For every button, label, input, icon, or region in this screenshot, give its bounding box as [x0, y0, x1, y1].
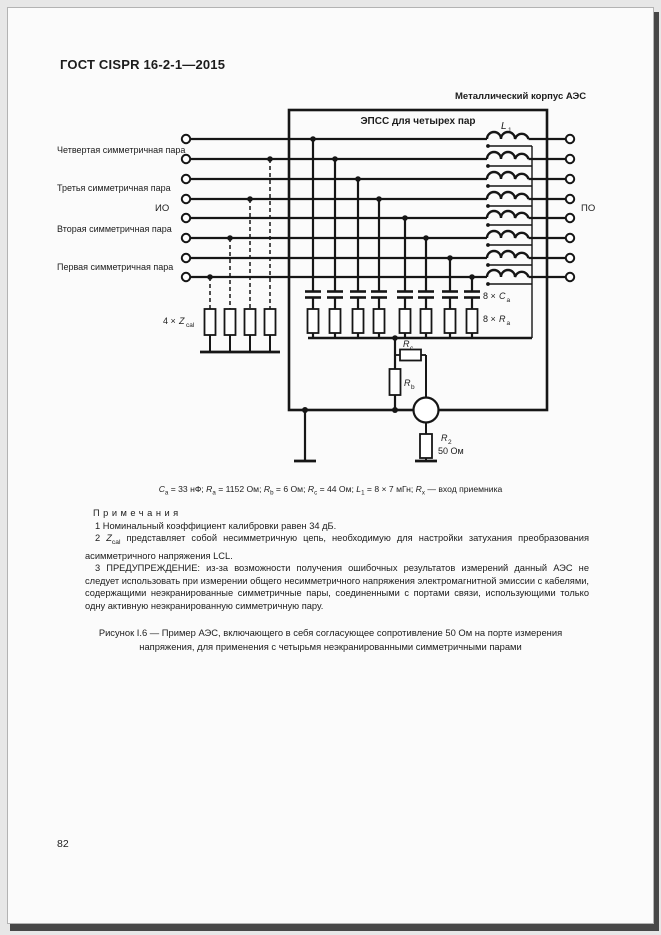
right-terminal [564, 271, 576, 283]
inductor-coil [485, 170, 530, 180]
label-po: ПО [581, 203, 595, 214]
res-ra-prefix: 8 × [483, 314, 496, 324]
inductor-coil [485, 130, 530, 140]
resistor-ra [465, 308, 479, 334]
inductor-coil [485, 150, 530, 160]
res-r2-value: 50 Ом [438, 446, 464, 456]
box-title: ЭПСС для четырех пар [360, 116, 475, 127]
left-terminal [180, 153, 192, 165]
right-terminal [564, 232, 576, 244]
circuit-geometry [180, 108, 576, 463]
note-1: 1 Номинальный коэффициент калибровки рав… [95, 520, 337, 531]
figure-caption: Рисунок I.6 — Пример АЭС, включающего в … [98, 627, 563, 652]
right-terminal [564, 133, 576, 145]
resistor-ra [351, 308, 365, 334]
res-ra-sub: a [507, 320, 511, 327]
notes-heading: Примечания [93, 508, 182, 518]
left-terminal [180, 173, 192, 185]
circuit-diagram: Металлический корпус АЭС ЭПСС для четыре… [57, 91, 595, 463]
right-terminal [564, 193, 576, 205]
res-rc-sub: c [410, 345, 414, 352]
case-label: Металлический корпус АЭС [455, 91, 586, 102]
left-terminal [180, 133, 192, 145]
right-terminal [564, 173, 576, 185]
inductor-coil [485, 229, 530, 239]
cap-ca-sym: C [499, 291, 506, 301]
resistor-zcal [223, 308, 237, 336]
component-values-legend: Ca = 33 нФ; Ra = 1152 Ом; Rb = 6 Ом; Rc … [158, 484, 503, 497]
label-io: ИО [155, 203, 169, 214]
left-terminal [180, 252, 192, 264]
res-rb-sub: b [411, 384, 415, 391]
page-number: 82 [57, 838, 69, 850]
cap-ca-sub: a [507, 297, 511, 304]
resistor-ra [372, 308, 386, 334]
enclosure-box [287, 108, 549, 412]
res-ra-sym: R [499, 314, 506, 324]
label-pair2: Вторая симметричная пара [57, 224, 172, 234]
left-terminal [180, 193, 192, 205]
inductor-coil [485, 209, 530, 219]
label-pair4: Четвертая симметричная пара [57, 145, 185, 155]
inductor-l1-label: L [501, 121, 507, 132]
notes-section: Примечания 1 Номинальный коэффициент кал… [85, 507, 589, 613]
res-rb-sym: R [404, 378, 411, 388]
zcal-prefix: 4 × [163, 316, 176, 326]
res-r2-sub: 2 [448, 439, 452, 446]
left-terminal [180, 271, 192, 283]
inductor-coil [485, 268, 530, 278]
resistor-ra [328, 308, 342, 334]
inductor-l1-sub: 1 [508, 127, 512, 134]
resistor-rb [388, 368, 402, 396]
zcal-sub: cal [186, 322, 195, 329]
junction-dot [392, 407, 398, 413]
inductor-coil [485, 249, 530, 259]
resistor-r2 [419, 433, 433, 459]
resistor-ra [419, 308, 433, 334]
cap-ca-prefix: 8 × [483, 291, 496, 301]
right-terminal [564, 252, 576, 264]
zcal-sym: Z [178, 316, 185, 326]
left-terminal [180, 232, 192, 244]
measurement-port-circle [412, 396, 440, 424]
note-2: 2 Zcal представляет собой несимметричную… [85, 533, 589, 561]
resistor-ra [443, 308, 457, 334]
left-terminal [180, 212, 192, 224]
note-3: 3 ПРЕДУПРЕЖДЕНИЕ: из-за возможности полу… [85, 563, 590, 612]
right-terminal [564, 153, 576, 165]
res-r2-sym: R [441, 433, 448, 443]
inductor-coil [485, 190, 530, 200]
res-rc-sym: R [403, 339, 410, 349]
label-pair3: Третья симметричная пара [57, 183, 171, 193]
document-header: ГОСТ CISPR 16-2-1—2015 [60, 57, 226, 72]
resistor-ra [306, 308, 320, 334]
resistor-zcal [243, 308, 257, 336]
resistor-zcal [203, 308, 217, 336]
right-terminal [564, 212, 576, 224]
resistor-zcal [263, 308, 277, 336]
resistor-ra [398, 308, 412, 334]
label-pair1: Первая симметричная пара [57, 262, 173, 272]
